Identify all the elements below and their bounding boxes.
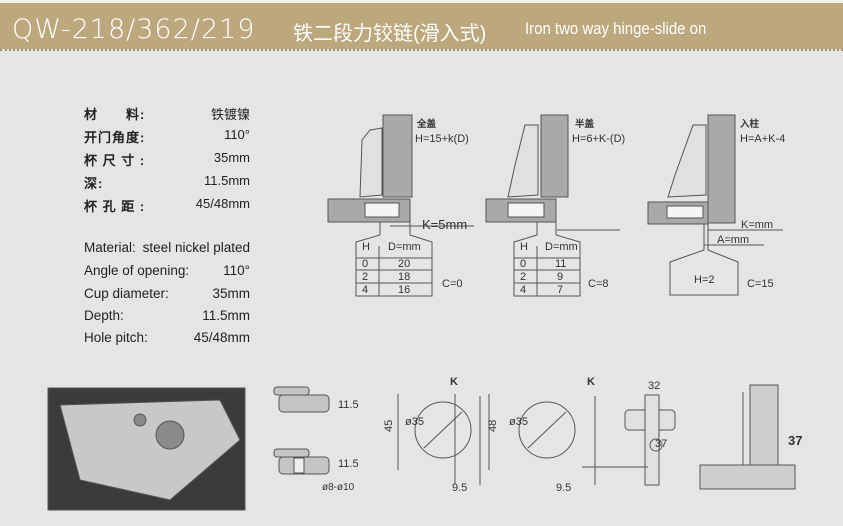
spec-label: 深: — [84, 176, 104, 191]
diagram-type-label: 全盖 — [416, 118, 437, 130]
depth-dimension: 11.5 — [338, 458, 359, 470]
plate-height: 37 — [655, 438, 667, 450]
screw-dimension: ø8-ø10 — [322, 482, 355, 493]
k-marker: K — [450, 376, 458, 388]
cup-diameter: ø35 — [509, 416, 528, 428]
c-value: C=15 — [747, 278, 774, 290]
spec-row-en: Cup diameter: 35mm — [84, 286, 250, 301]
spec-value: 11.5mm — [202, 308, 250, 323]
k-label: K=mm — [741, 219, 773, 231]
spec-value: 11.5mm — [204, 173, 250, 188]
spec-row-cn: 材 料: 铁镀镍 — [84, 104, 250, 123]
spec-row-en: Depth: 11.5mm — [84, 308, 250, 323]
spec-row-cn: 开门角度: 110° — [84, 127, 250, 146]
formula: H=6+K-(D) — [572, 133, 625, 145]
spec-label: 开门角度: — [84, 130, 146, 145]
spec-value: 45/48mm — [195, 196, 250, 211]
table-header: D=mm — [388, 241, 421, 253]
depth-dimension: 11.5 — [338, 399, 359, 411]
diagram-type-label: 半盖 — [575, 118, 595, 130]
table-header: D=mm — [545, 241, 578, 253]
table-cell: 18 — [398, 271, 410, 283]
spec-label: Depth: — [84, 308, 124, 323]
hole-pitch: 48 — [487, 420, 499, 432]
table-header: H — [362, 241, 370, 253]
cup-side-views — [273, 386, 330, 475]
k-label: K=5mm — [422, 217, 467, 232]
formula: H=A+K-4 — [740, 133, 785, 145]
header-divider — [0, 49, 843, 51]
overlay-diagram-full — [327, 114, 474, 297]
cup-diameter: ø35 — [405, 416, 424, 428]
table-cell: 20 — [398, 258, 410, 270]
spec-label: 杯 尺 寸 : — [84, 153, 146, 168]
cup-hole-drawing-45 — [397, 394, 481, 485]
spec-label: Angle of opening: — [84, 263, 190, 278]
c-value: C=0 — [442, 278, 463, 290]
table-cell: 4 — [520, 284, 526, 296]
spec-row-en: Hole pitch: 45/48mm — [84, 330, 250, 345]
spec-value: 45/48mm — [193, 330, 250, 345]
table-cell: 11 — [555, 258, 566, 270]
spec-row-cn: 杯 尺 寸 : 35mm — [84, 150, 250, 169]
table-cell: 0 — [520, 258, 526, 270]
mounting-plate-drawing — [582, 394, 676, 486]
spec-value: 35mm — [212, 286, 250, 301]
offset-dimension: 9.5 — [452, 482, 467, 494]
formula: H=15+k(D) — [415, 133, 469, 145]
spec-row-en: Angle of opening: 110° — [84, 263, 250, 278]
spec-label: 杯 孔 距 : — [84, 199, 146, 214]
spec-row-cn: 杯 孔 距 : 45/48mm — [84, 196, 250, 215]
spec-label: Hole pitch: — [84, 330, 148, 345]
top-strip — [0, 0, 843, 3]
table-header: H — [520, 241, 528, 253]
spec-label: Cup diameter: — [84, 286, 169, 301]
hinge-photo — [47, 387, 246, 511]
inset-diagram — [647, 114, 783, 296]
side-section-drawing — [699, 384, 796, 490]
spec-value: steel nickel plated — [142, 240, 250, 255]
spec-value: 铁镀镍 — [210, 107, 250, 122]
spec-label: Material: — [84, 240, 136, 255]
c-value: C=8 — [588, 278, 609, 290]
table-cell: 2 — [362, 271, 368, 283]
table-cell: 9 — [557, 271, 563, 283]
title-english: Iron two way hinge-slide on — [525, 19, 707, 38]
title-chinese: 铁二段力铰链(滑入式) — [293, 23, 487, 45]
table-cell: 0 — [362, 258, 368, 270]
h-label: H=2 — [694, 274, 715, 286]
spec-value: 110° — [224, 127, 250, 142]
a-label: A=mm — [717, 234, 749, 246]
table-cell: 4 — [362, 284, 368, 296]
spec-label: 材 料: — [84, 107, 146, 122]
offset-dimension: 9.5 — [556, 482, 571, 494]
model-number: QW-218/362/219 — [12, 14, 256, 45]
spec-value: 110° — [223, 263, 250, 278]
hole-pitch: 45 — [383, 420, 395, 432]
table-cell: 2 — [520, 271, 526, 283]
cup-hole-drawing-48 — [488, 394, 596, 485]
k-marker: K — [587, 376, 595, 388]
table-cell: 7 — [557, 284, 563, 296]
table-cell: 16 — [398, 284, 410, 296]
diagram-type-label: 入柱 — [739, 118, 760, 130]
overlay-diagram-half — [485, 114, 620, 297]
side-height: 37 — [788, 433, 802, 448]
spec-row-cn: 深: 11.5mm — [84, 173, 250, 192]
spec-row-en: Material: steel nickel plated — [84, 240, 250, 255]
plate-width: 32 — [648, 380, 660, 392]
spec-value: 35mm — [213, 150, 250, 165]
header-banner: QW-218/362/219 铁二段力铰链(滑入式) Iron two way … — [0, 3, 843, 49]
